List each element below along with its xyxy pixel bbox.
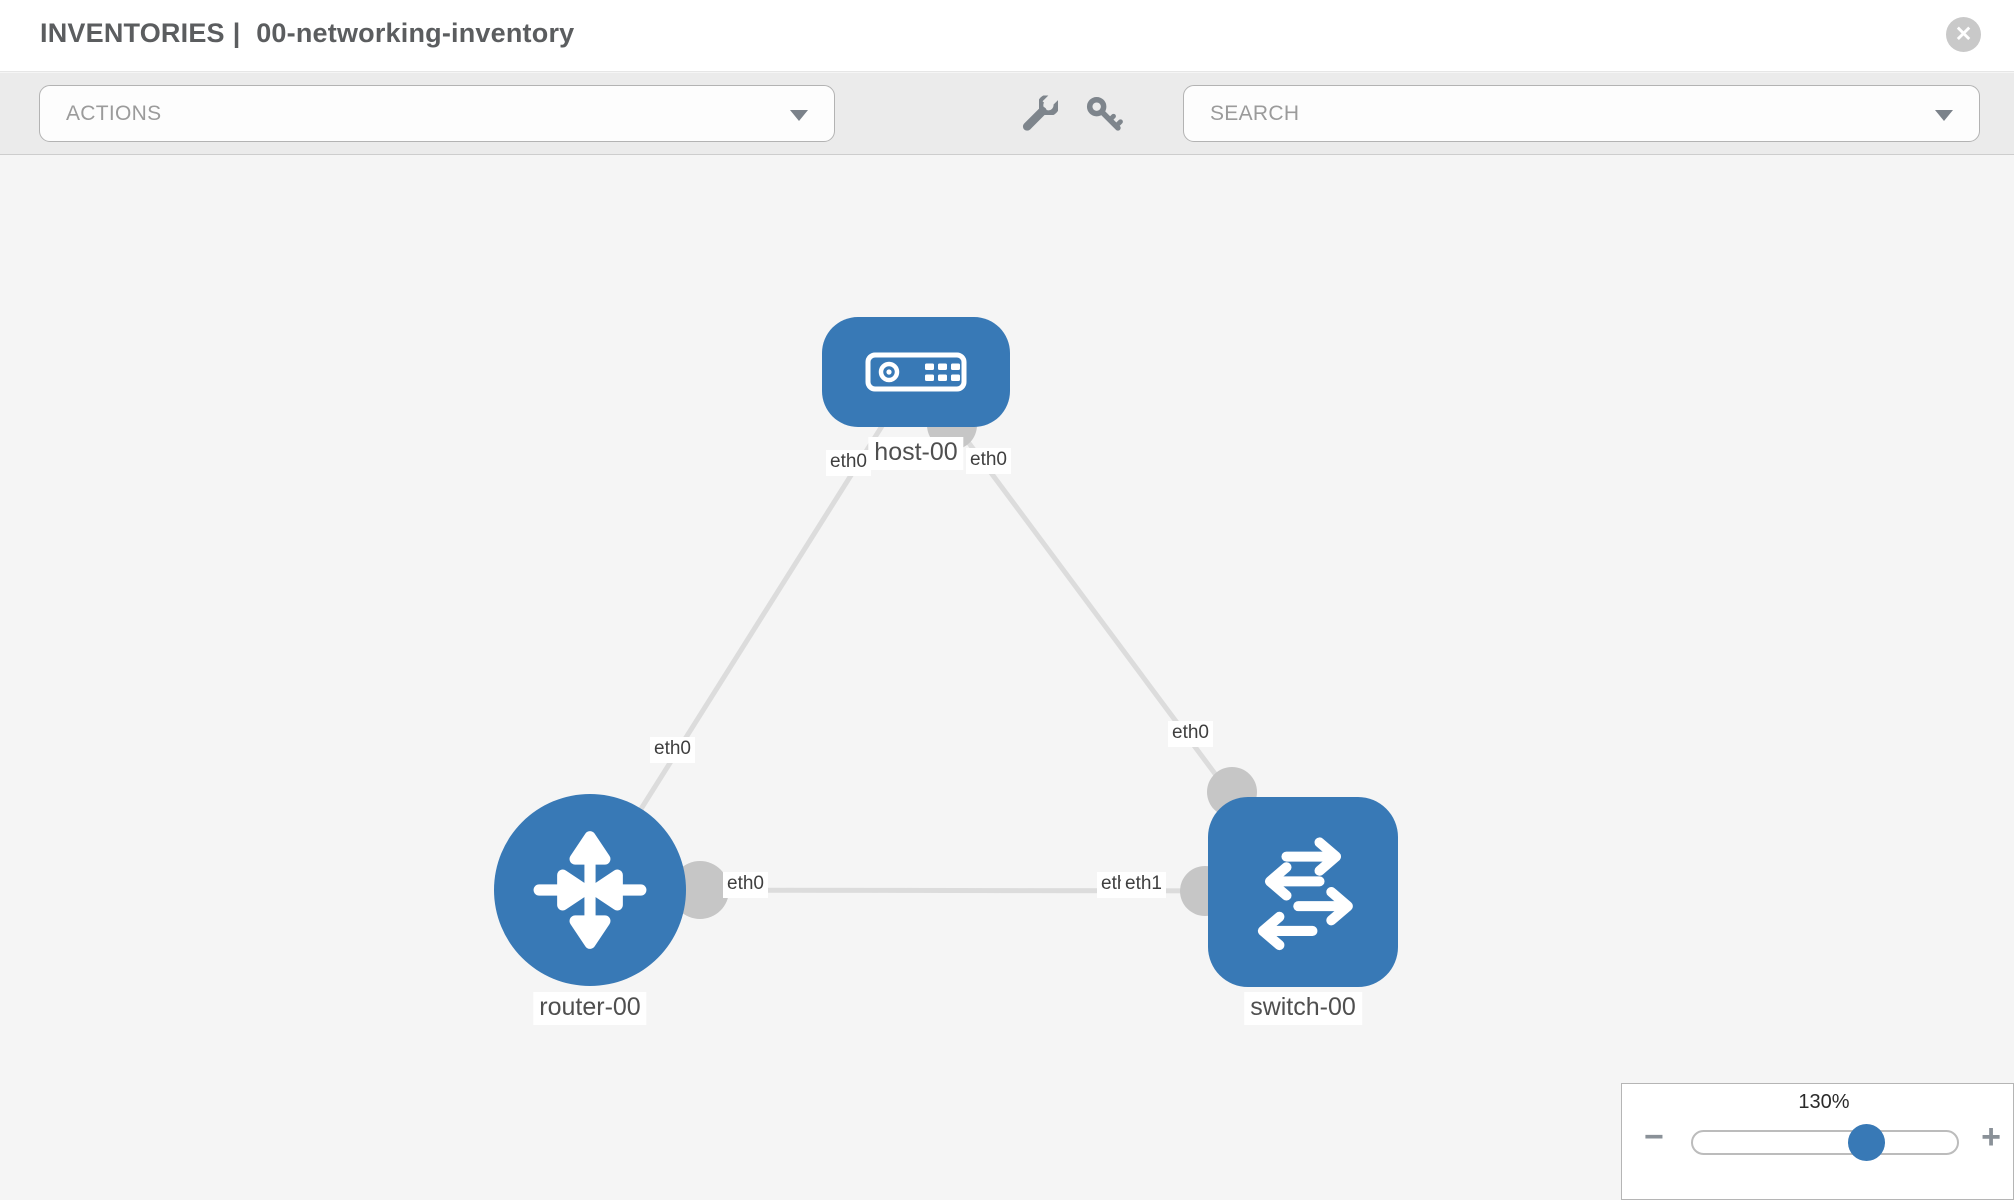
wrench-icon [1022,94,1060,131]
node-label-router-00: router-00 [533,992,647,1025]
wrench-button[interactable] [1018,92,1062,136]
zoom-control: 130% − + [1621,1083,2014,1200]
port-label-switch-eth1: eth1 [1121,872,1166,898]
server-icon [865,352,967,392]
port-label-switch-eth0: eth0 [1168,721,1213,747]
switch-arrows-icon [1257,837,1353,951]
close-button[interactable]: ✕ [1946,17,1981,52]
zoom-slider-thumb[interactable] [1848,1124,1885,1161]
toolbar: ACTIONS SEARCH [0,73,2014,155]
port-label-host-eth0: eth0 [966,448,1011,474]
chevron-down-icon [1935,110,1953,121]
zoom-level-label: 130% [1798,1091,1850,1113]
topology-canvas[interactable]: host-00 router-00 switch-00 eth0 eth0 et… [0,156,2014,1200]
zoom-in-button[interactable]: + [1981,1118,2001,1156]
page-title: INVENTORIES| 00-networking-inventory [40,18,582,49]
router-arrows-icon [533,831,647,949]
port-label-router-eth0: eth0 [723,872,768,898]
node-label-host-00: host-00 [868,437,964,470]
zoom-slider[interactable] [1691,1124,1959,1161]
node-router-00[interactable] [494,794,686,986]
interface-endpoint [671,861,729,919]
topology-edges-layer [587,370,1306,919]
breadcrumb-separator: | [232,18,241,48]
node-label-switch-00: switch-00 [1244,992,1362,1025]
page-header: INVENTORIES| 00-networking-inventory ✕ [0,0,2014,72]
port-label-router-eth0: eth0 [650,737,695,763]
search-dropdown-label: SEARCH [1210,102,1300,125]
port-label-host-eth0: eth0 [826,450,871,476]
inventory-name: 00-networking-inventory [256,18,575,48]
key-button[interactable] [1082,92,1126,136]
node-switch-00[interactable] [1208,797,1398,987]
actions-dropdown[interactable]: ACTIONS [39,85,835,142]
close-icon: ✕ [1954,23,1973,46]
zoom-out-button[interactable]: − [1644,1118,1664,1156]
search-dropdown[interactable]: SEARCH [1183,85,1980,142]
actions-dropdown-label: ACTIONS [66,102,162,125]
key-icon [1086,96,1123,131]
chevron-down-icon [790,110,808,121]
node-host-00[interactable] [822,317,1010,427]
breadcrumb-section: INVENTORIES [40,18,225,48]
